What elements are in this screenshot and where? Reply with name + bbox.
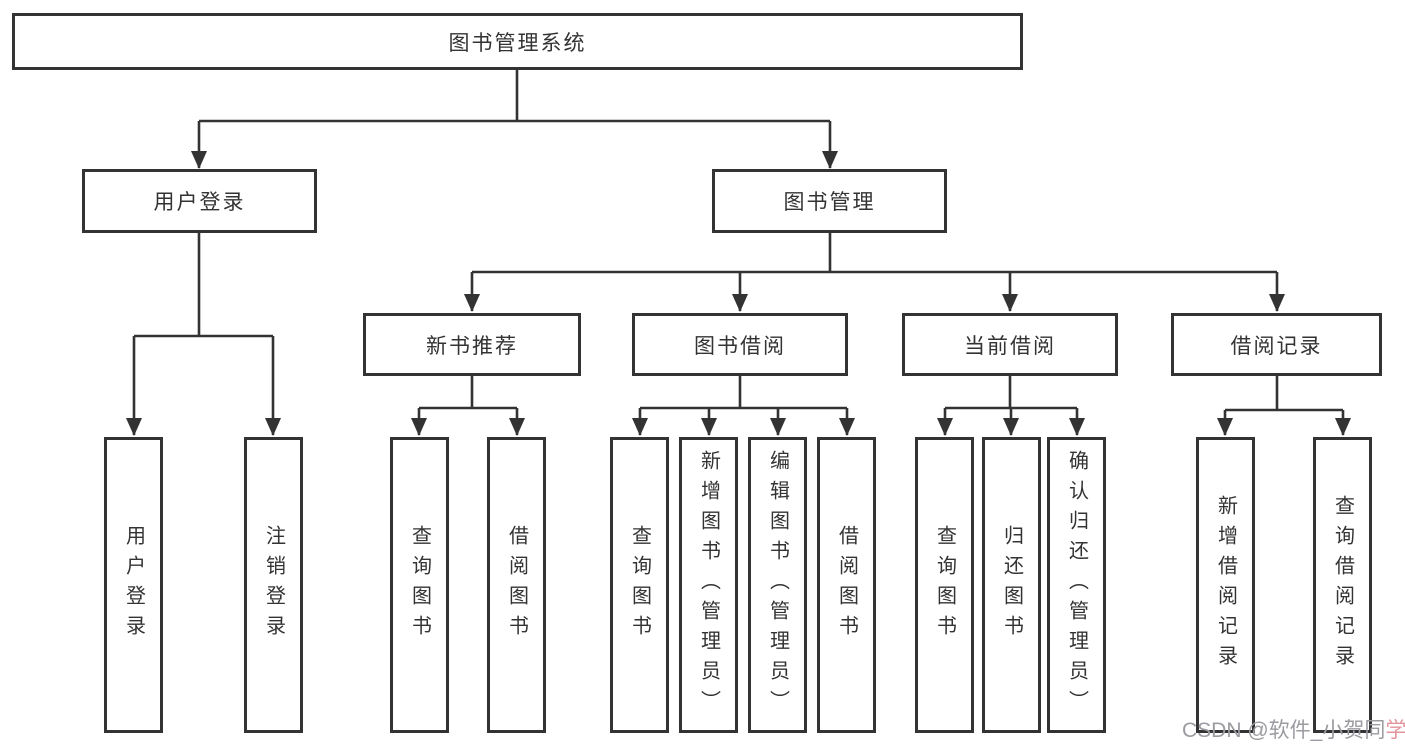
connector-user-splitter <box>134 233 273 338</box>
leaf-borrow-borrow-label: 借阅图书 <box>835 525 858 645</box>
leaf-borrow-add: 新增图书（管理员） <box>679 437 738 733</box>
group-borrow-records: 借阅记录 <box>1171 313 1382 376</box>
leaf-borrow-borrow: 借阅图书 <box>817 437 876 733</box>
connector-records-splitter <box>1225 376 1343 412</box>
connector-mgmt-splitter <box>472 233 1277 274</box>
leaf-logout: 注销登录 <box>244 437 303 733</box>
watermark-pink-text: 学 <box>1385 719 1405 742</box>
leaf-records-add: 新增借阅记录 <box>1196 437 1255 733</box>
leaf-user-login-label: 用户登录 <box>122 525 145 645</box>
node-root: 图书管理系统 <box>12 13 1023 70</box>
node-root-label: 图书管理系统 <box>448 31 587 55</box>
group-current-borrow-label: 当前借阅 <box>964 334 1056 358</box>
connector-recommend-splitter <box>419 376 517 410</box>
leaf-recommend-borrow-label: 借阅图书 <box>505 525 528 645</box>
group-borrow-records-label: 借阅记录 <box>1230 334 1323 358</box>
leaf-current-return-label: 归还图书 <box>1000 525 1023 645</box>
group-current-borrow: 当前借阅 <box>902 313 1118 376</box>
leaf-borrow-query-label: 查询图书 <box>628 525 651 645</box>
group-new-book-recommend-label: 新书推荐 <box>426 334 518 358</box>
leaf-borrow-query: 查询图书 <box>610 437 669 733</box>
leaf-borrow-add-label: 新增图书（管理员） <box>697 450 720 720</box>
leaf-recommend-query: 查询图书 <box>390 437 449 733</box>
node-user-login-label: 用户登录 <box>153 191 246 214</box>
leaf-current-query: 查询图书 <box>915 437 974 733</box>
leaf-records-query-label: 查询借阅记录 <box>1331 495 1354 675</box>
leaf-current-return: 归还图书 <box>982 437 1041 733</box>
node-book-mgmt-label: 图书管理 <box>783 191 876 214</box>
leaf-user-login: 用户登录 <box>104 437 163 733</box>
leaf-current-query-label: 查询图书 <box>933 525 956 645</box>
leaf-recommend-borrow: 借阅图书 <box>487 437 546 733</box>
leaf-records-query: 查询借阅记录 <box>1313 437 1372 733</box>
leaf-logout-label: 注销登录 <box>262 525 285 645</box>
group-book-borrow: 图书借阅 <box>632 313 848 376</box>
connector-root-splitter <box>199 70 830 123</box>
node-user-login: 用户登录 <box>82 169 317 233</box>
group-new-book-recommend: 新书推荐 <box>363 313 581 376</box>
watermark-gray-text: CSDN @软件_小贺同 <box>1182 719 1386 742</box>
group-book-borrow-label: 图书借阅 <box>694 334 786 358</box>
leaf-recommend-query-label: 查询图书 <box>408 525 431 645</box>
leaf-records-add-label: 新增借阅记录 <box>1214 495 1237 675</box>
leaf-current-confirm-label: 确认归还（管理员） <box>1065 450 1088 720</box>
leaf-borrow-edit: 编辑图书（管理员） <box>748 437 807 733</box>
connector-current-splitter <box>945 376 1077 410</box>
leaf-borrow-edit-label: 编辑图书（管理员） <box>766 450 789 720</box>
leaf-current-confirm: 确认归还（管理员） <box>1047 437 1106 733</box>
connector-borrow-splitter <box>640 376 847 410</box>
node-book-mgmt: 图书管理 <box>712 169 947 233</box>
watermark: CSDN @软件_小贺同学 <box>1182 714 1405 744</box>
